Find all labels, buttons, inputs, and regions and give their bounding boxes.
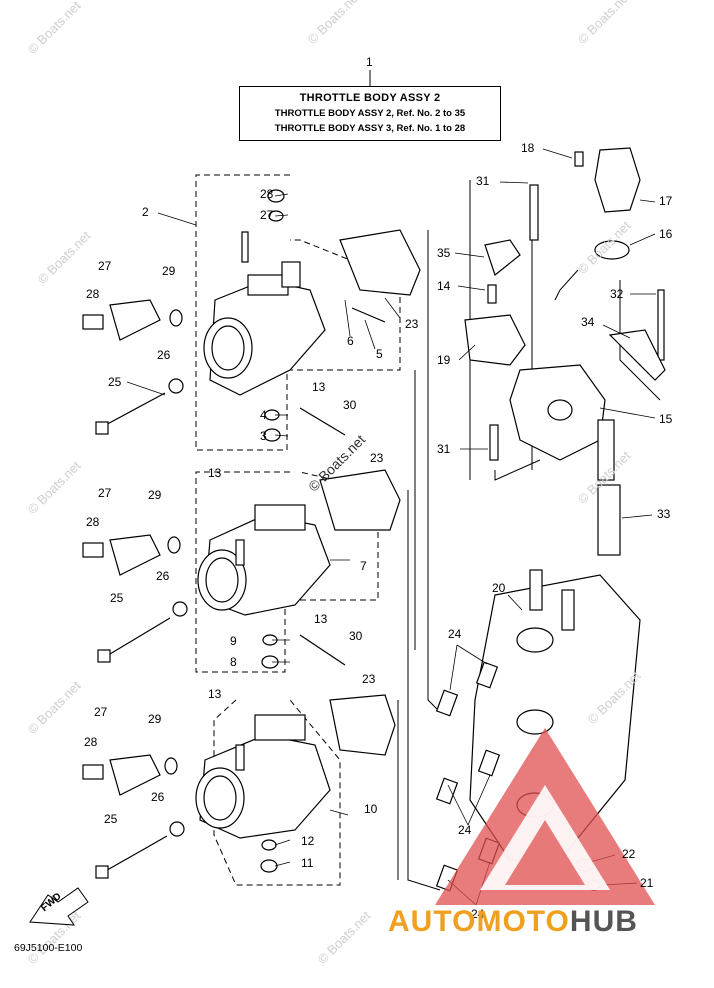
ref-number: 10: [364, 802, 378, 816]
ref-number: 8: [230, 655, 237, 669]
ref-number: 25: [108, 375, 122, 389]
ref-number: 31: [437, 442, 451, 456]
ref-number: 24: [458, 823, 472, 837]
ref-number: 28: [86, 515, 100, 529]
ref-number: 1: [366, 55, 373, 69]
ref-number: 28: [86, 287, 100, 301]
ref-number: 24: [471, 907, 485, 921]
ref-number: 12: [301, 834, 315, 848]
ref-number: 2: [142, 205, 149, 219]
ref-number: 26: [151, 790, 165, 804]
brand-part-2: HUB: [569, 905, 638, 938]
title-line-3: THROTTLE BODY ASSY 3, Ref. No. 1 to 28: [274, 123, 466, 134]
diagram-code: 69J5100-E100: [14, 942, 83, 954]
ref-number: 7: [360, 559, 367, 573]
ref-number: 29: [148, 488, 162, 502]
ref-number: 4: [260, 408, 267, 422]
ref-number: 18: [521, 141, 535, 155]
ref-number: 34: [581, 315, 595, 329]
ref-number: 15: [659, 412, 673, 426]
ref-number: 5: [376, 347, 383, 361]
ref-number: 20: [492, 581, 506, 595]
ref-number: 19: [437, 353, 451, 367]
ref-number: 32: [610, 287, 624, 301]
ref-number: 13: [208, 466, 222, 480]
ref-number: 9: [230, 634, 237, 648]
ref-number: 30: [343, 398, 357, 412]
ref-number: 27: [98, 486, 112, 500]
ref-number: 17: [659, 194, 673, 208]
ref-number: 22: [622, 847, 636, 861]
ref-number: 6: [347, 334, 354, 348]
ref-number: 25: [110, 591, 124, 605]
brand-wordmark: AUTOMOTOHUB: [388, 905, 638, 939]
ref-number: 24: [448, 627, 462, 641]
ref-number: 23: [405, 317, 419, 331]
ref-number: 28: [84, 735, 98, 749]
ref-number: 13: [312, 380, 326, 394]
ref-number: 28: [260, 187, 274, 201]
ref-number: 23: [362, 672, 376, 686]
ref-number: 3: [260, 429, 267, 443]
ref-number: 35: [437, 246, 451, 260]
ref-number: 33: [657, 507, 671, 521]
brand-part-1: AUTOMOTO: [388, 905, 570, 938]
ref-number: 13: [314, 612, 328, 626]
ref-number: 16: [659, 227, 673, 241]
title-line-1: THROTTLE BODY ASSY 2: [299, 92, 441, 104]
ref-number: 27: [94, 705, 108, 719]
title-box: THROTTLE BODY ASSY 2 THROTTLE BODY ASSY …: [239, 86, 501, 141]
ref-number: 26: [156, 569, 170, 583]
ref-number: 11: [301, 856, 314, 870]
ref-number: 29: [148, 712, 162, 726]
title-line-2: THROTTLE BODY ASSY 2, Ref. No. 2 to 35: [274, 108, 466, 119]
ref-number: 13: [208, 687, 222, 701]
ref-number: 14: [437, 279, 451, 293]
ref-number: 27: [260, 208, 274, 222]
ref-number: 26: [157, 348, 171, 362]
ref-number: 30: [349, 629, 363, 643]
ref-number: 31: [476, 174, 490, 188]
ref-number: 23: [370, 451, 384, 465]
ref-number: 21: [640, 876, 654, 890]
ref-number: 27: [98, 259, 112, 273]
ref-number: 25: [104, 812, 118, 826]
ref-number: 29: [162, 264, 176, 278]
